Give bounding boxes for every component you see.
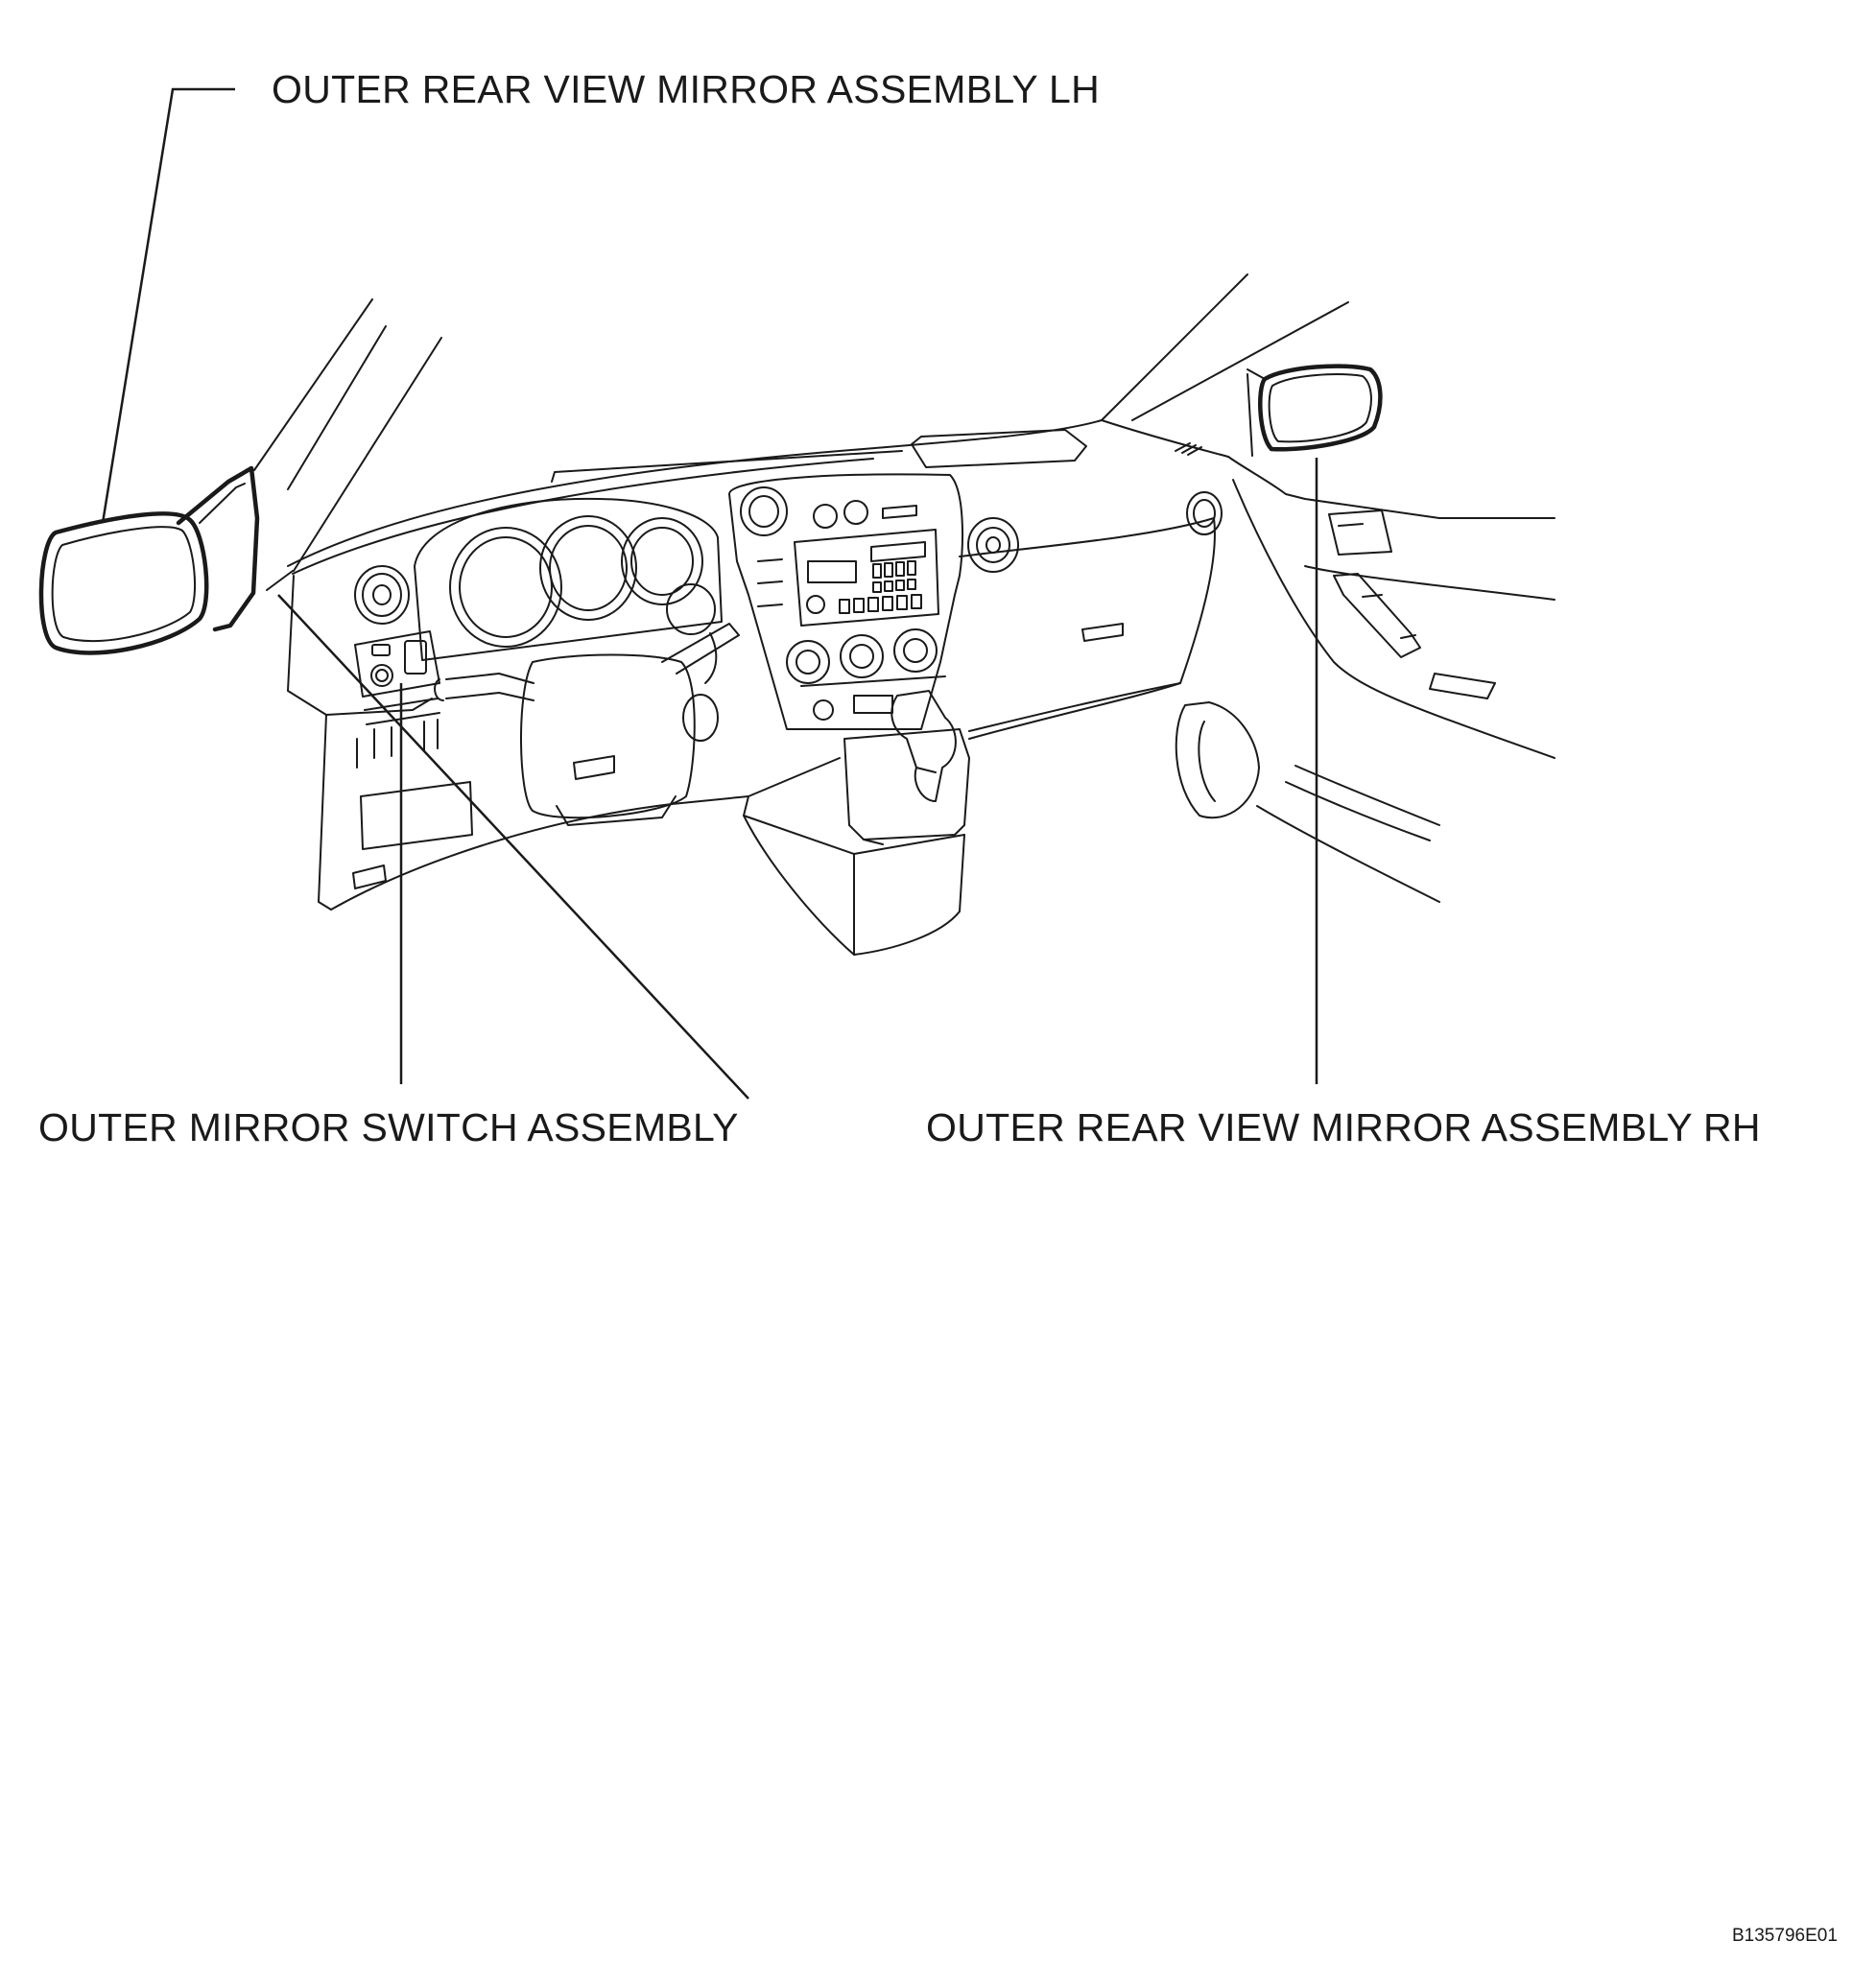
center-stack xyxy=(728,473,963,730)
instrument-cluster xyxy=(414,497,723,661)
dashboard-outline xyxy=(287,273,1349,911)
leader-line-mirror-switch-diagonal xyxy=(277,594,749,1100)
label-mirror-rh: OUTER REAR VIEW MIRROR ASSEMBLY RH xyxy=(926,1105,1761,1149)
right-center-vent xyxy=(967,517,1019,573)
glovebox xyxy=(959,491,1223,732)
right-mirror-drawing xyxy=(1247,364,1383,452)
right-door xyxy=(1175,456,1555,903)
label-mirror-switch: OUTER MIRROR SWITCH ASSEMBLY xyxy=(38,1105,739,1149)
steering-column xyxy=(434,623,740,826)
left-air-vent xyxy=(354,565,410,625)
leader-line-mirror-lh xyxy=(101,87,235,524)
leader-lines xyxy=(101,87,1318,1100)
center-console xyxy=(743,690,970,956)
left-a-pillar xyxy=(253,298,442,591)
mirror-switch-panel xyxy=(354,630,440,769)
radio-buttons xyxy=(839,560,922,614)
label-mirror-lh: OUTER REAR VIEW MIRROR ASSEMBLY LH xyxy=(272,67,1101,111)
left-mirror-drawing xyxy=(38,465,260,655)
lower-knee-panel xyxy=(352,781,473,889)
right-a-pillar xyxy=(1175,373,1253,457)
figure-id: B135796E01 xyxy=(1732,1926,1838,1946)
